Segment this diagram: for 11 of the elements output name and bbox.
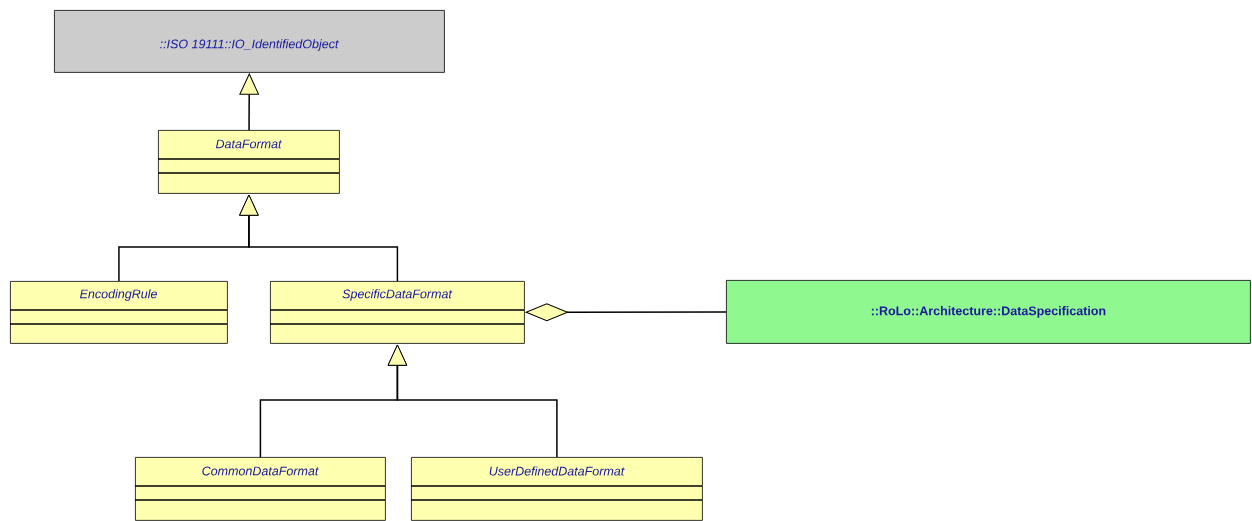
class-box: EncodingRule: [9, 281, 228, 344]
class-box: SpecificDataFormat: [269, 281, 525, 344]
generalization-arrow: [387, 344, 558, 458]
class-box: ::ISO 19111::IO_IdentifiedObject: [54, 10, 445, 73]
class-box: UserDefinedDataFormat: [410, 457, 703, 521]
class-box: CommonDataFormat: [134, 457, 386, 521]
class-box: DataFormat: [157, 130, 340, 194]
class-box: ::RoLo::Architecture::DataSpecification: [726, 280, 1251, 344]
aggregation-line: [525, 303, 727, 322]
generalization-arrow: [239, 194, 399, 282]
generalization-arrow: [239, 73, 260, 131]
